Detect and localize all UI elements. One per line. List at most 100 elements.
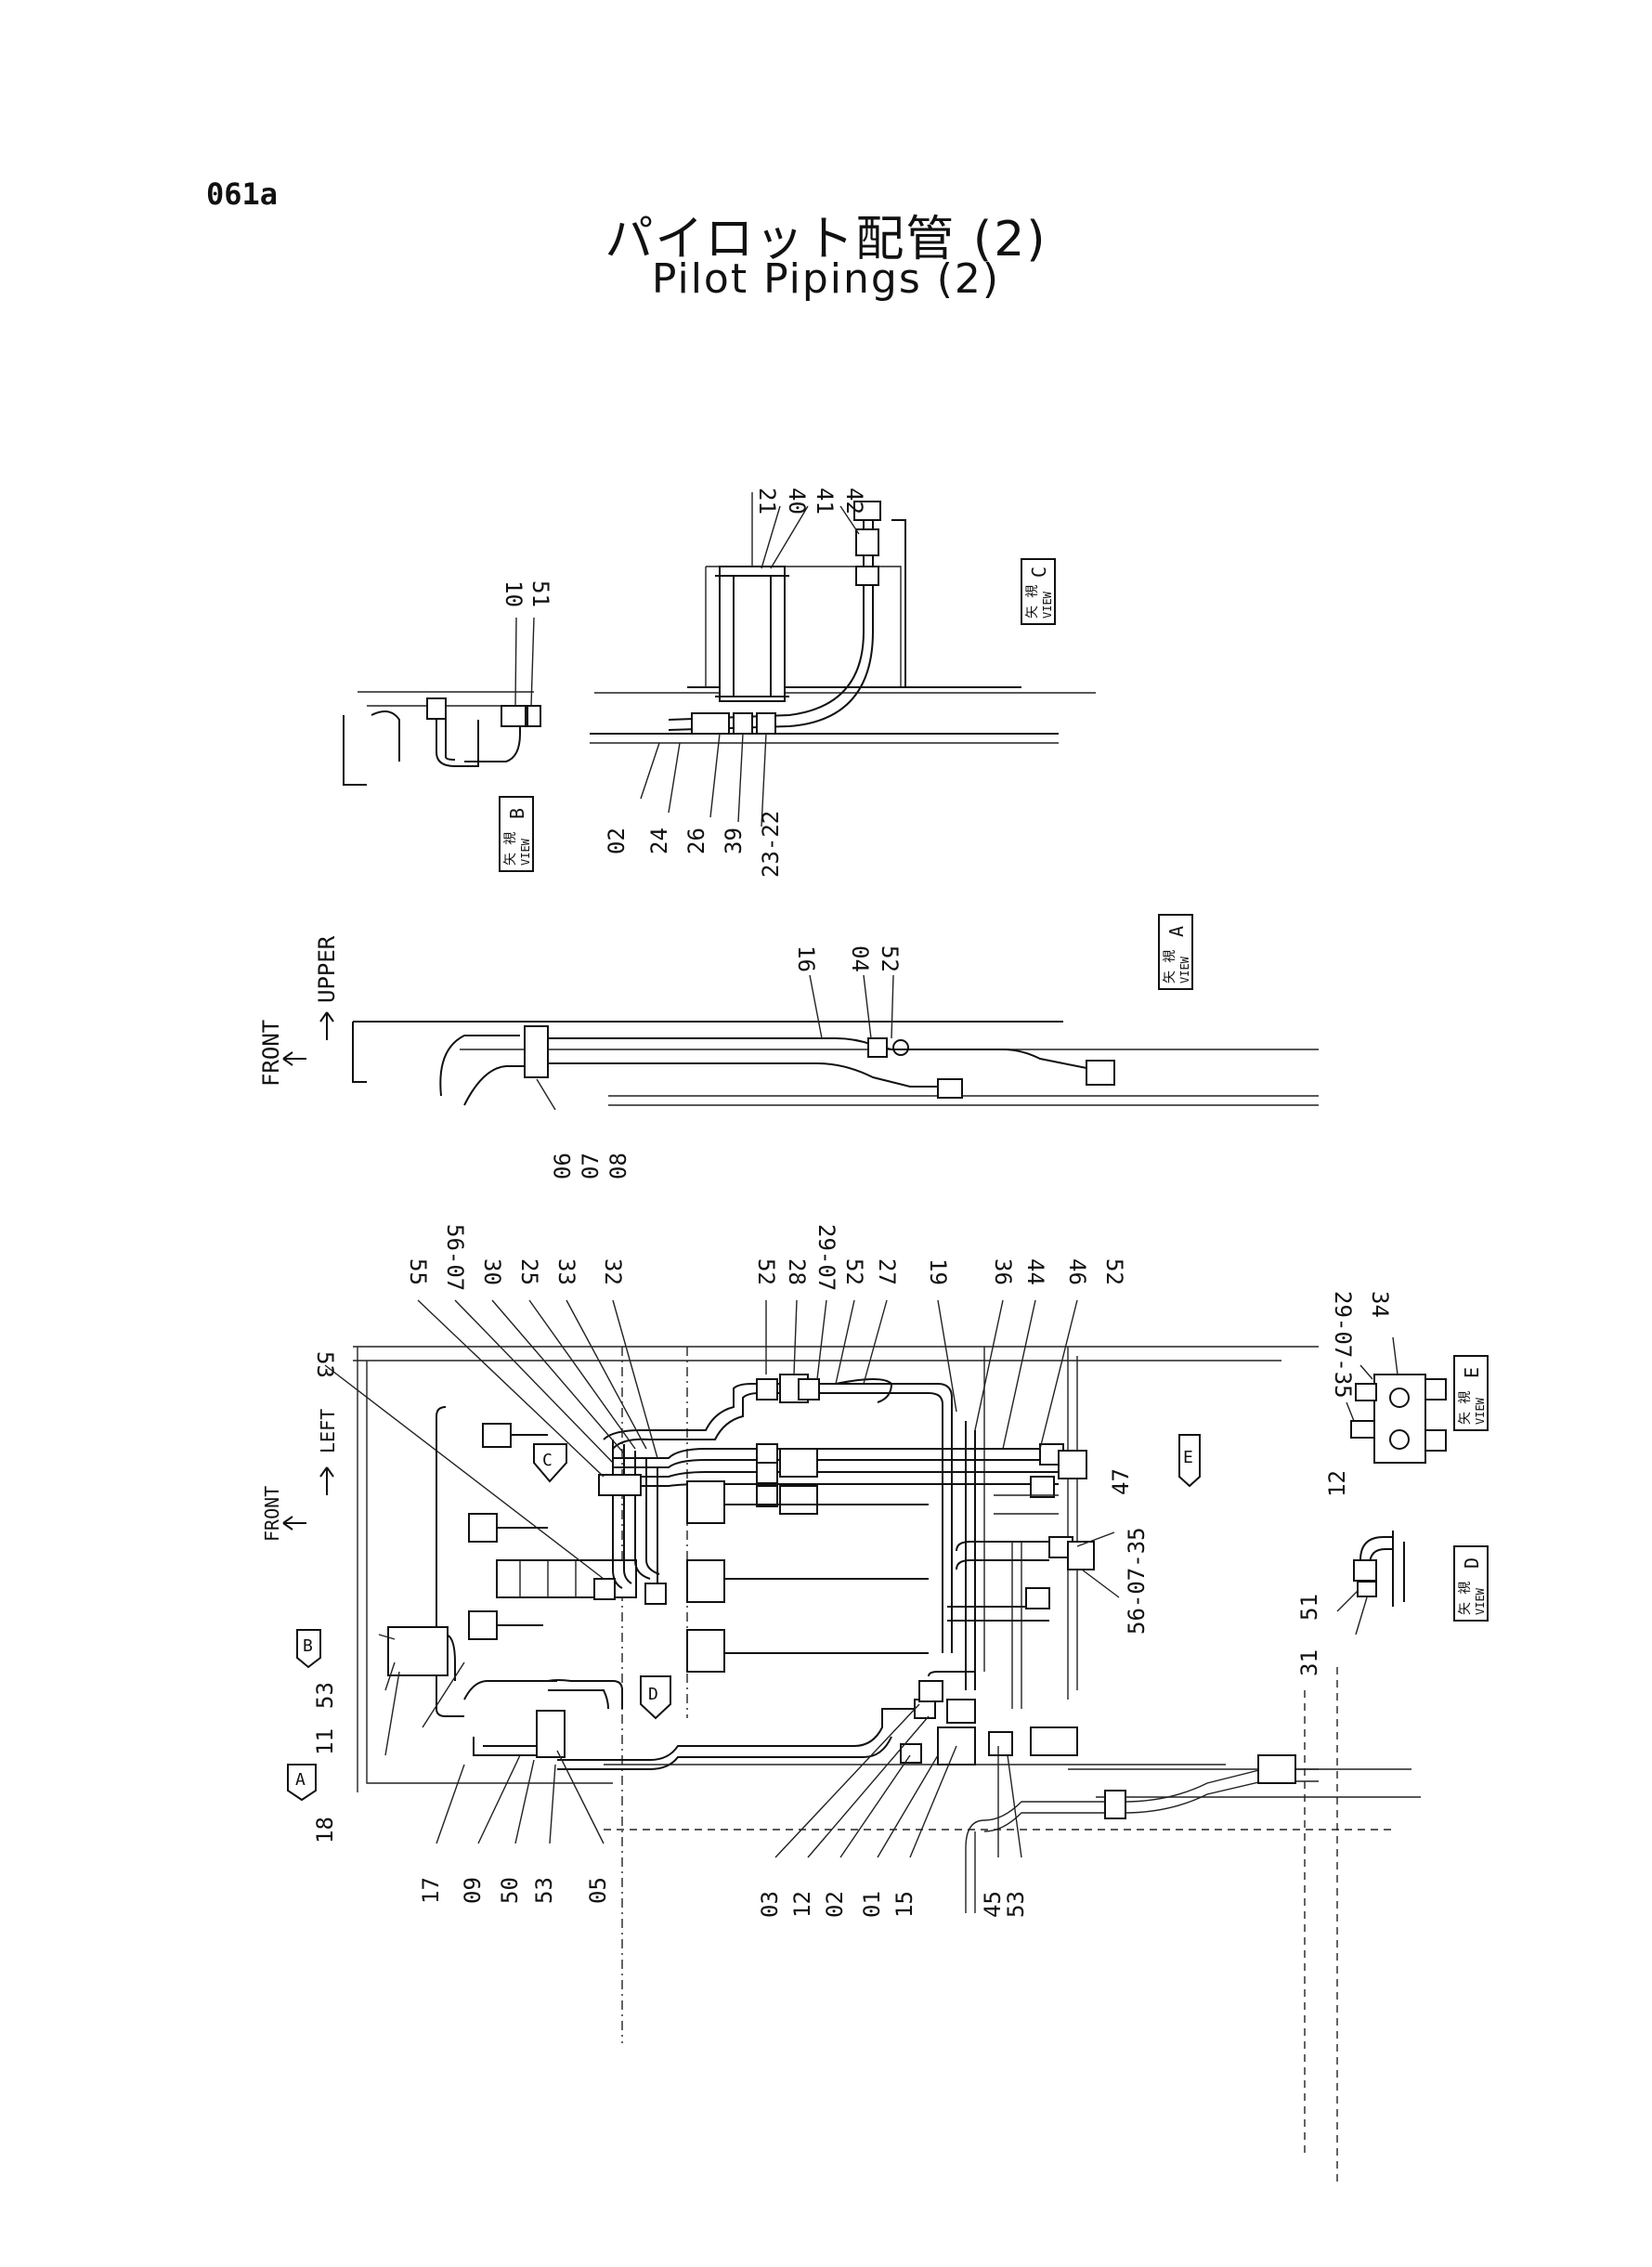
- callout-main-18: 18: [312, 1817, 338, 1844]
- orientation-front-left: FRONT LEFT: [261, 1409, 339, 1542]
- svg-text:VIEW: VIEW: [1178, 956, 1191, 984]
- callout-main-36: 36: [990, 1258, 1016, 1285]
- view-marker-b: B: [296, 1629, 321, 1669]
- view-marker-a: A: [287, 1764, 317, 1802]
- svg-text:矢 視: 矢 視: [1025, 585, 1040, 619]
- callout-main-56-07: 56-07: [442, 1224, 468, 1291]
- callout-main-17: 17: [418, 1877, 444, 1904]
- svg-text:C: C: [1028, 567, 1050, 578]
- callout-main-30: 30: [479, 1258, 505, 1285]
- callout-main-52c: 52: [1101, 1258, 1127, 1285]
- svg-text:A: A: [1165, 926, 1188, 937]
- page-code: 061a: [206, 176, 279, 212]
- callout-view-a-08: 08: [605, 1153, 631, 1179]
- callout-main-33: 33: [553, 1258, 579, 1285]
- svg-text:B: B: [506, 808, 528, 819]
- page-title-english: Pilot Pipings (2): [651, 255, 1001, 303]
- callout-main-50: 50: [497, 1877, 523, 1904]
- callout-main-25: 25: [516, 1258, 542, 1285]
- view-e-label: 矢 視 VIEW E: [1453, 1355, 1489, 1431]
- callout-view-c-02: 02: [604, 827, 630, 854]
- callout-main-53-bottom-b: 53: [1003, 1891, 1029, 1918]
- orientation-front-upper: FRONT UPPER: [258, 935, 340, 1087]
- callout-main-09: 09: [460, 1877, 486, 1904]
- callout-main-44: 44: [1022, 1258, 1048, 1285]
- view-d-label: 矢 視 VIEW D: [1453, 1545, 1489, 1622]
- svg-text:E: E: [1461, 1367, 1483, 1378]
- svg-text:VIEW: VIEW: [1041, 591, 1054, 619]
- callout-view-a-52: 52: [877, 945, 903, 972]
- callout-view-d-31: 31: [1296, 1649, 1322, 1676]
- callout-main-03: 03: [757, 1891, 783, 1918]
- main-view-drawing: C D E B A FRONT LEFT 53 55 56-07 30 2: [261, 1224, 1421, 2182]
- left-label: LEFT: [317, 1409, 339, 1453]
- view-b-drawing: 10 51 矢 視 VIEW B: [343, 580, 553, 872]
- callout-main-56-07-35: 56-07-35: [1124, 1527, 1150, 1635]
- svg-text:A: A: [295, 1770, 306, 1790]
- callout-view-e-12: 12: [1324, 1470, 1350, 1497]
- view-d-drawing: 51 31 矢 視 VIEW D: [1296, 1531, 1489, 1676]
- view-marker-c: C: [533, 1443, 567, 1483]
- callout-main-53-left: 53: [312, 1682, 338, 1709]
- callout-view-a-07: 07: [578, 1153, 604, 1179]
- callout-view-e-29-07-35: 29-07-35: [1330, 1291, 1356, 1399]
- callout-main-52b: 52: [841, 1258, 867, 1285]
- svg-text:D: D: [1461, 1557, 1483, 1569]
- callout-view-c-40: 40: [784, 488, 810, 515]
- callout-view-c-24: 24: [646, 827, 672, 854]
- callout-main-47: 47: [1108, 1468, 1134, 1495]
- callout-view-c-26: 26: [683, 827, 709, 854]
- svg-text:矢 視: 矢 視: [1458, 1391, 1473, 1425]
- svg-text:VIEW: VIEW: [1474, 1587, 1487, 1615]
- view-marker-d: D: [640, 1675, 671, 1720]
- svg-text:D: D: [648, 1685, 658, 1704]
- front-label-main: FRONT: [261, 1486, 283, 1542]
- view-b-label: 矢 視 VIEW B: [499, 796, 534, 872]
- svg-text:矢 視: 矢 視: [1458, 1582, 1473, 1615]
- callout-main-52a: 52: [753, 1258, 779, 1285]
- svg-text:B: B: [303, 1636, 313, 1656]
- callout-view-e-34: 34: [1367, 1291, 1393, 1318]
- view-c-label: 矢 視 VIEW C: [1021, 558, 1056, 625]
- svg-text:矢 視: 矢 視: [503, 832, 518, 866]
- callout-main-11: 11: [312, 1728, 338, 1755]
- callout-view-b-10: 10: [501, 580, 527, 607]
- callout-view-a-16: 16: [793, 945, 819, 972]
- callout-main-46: 46: [1064, 1258, 1090, 1285]
- svg-text:C: C: [542, 1451, 553, 1470]
- callout-view-c-23-22: 23-22: [758, 811, 784, 878]
- svg-text:VIEW: VIEW: [1474, 1397, 1487, 1425]
- callout-main-15: 15: [891, 1891, 917, 1918]
- svg-text:E: E: [1183, 1448, 1193, 1467]
- callout-main-53-bottom-a: 53: [531, 1877, 557, 1904]
- callout-main-32: 32: [600, 1258, 626, 1285]
- view-a-drawing: 16 04 52 06 07 08 矢 視 VIEW A FRONT UPPER: [258, 914, 1319, 1179]
- page-title-japanese: パイロット配管 (2): [605, 212, 1047, 267]
- svg-text:VIEW: VIEW: [519, 838, 532, 866]
- callout-view-c-41: 41: [812, 488, 838, 515]
- view-c-drawing: 02 24 26 39 23-22 21 40 41 42 矢 視 VIEW C: [590, 488, 1096, 878]
- view-e-drawing: 29-07-35 34 12 矢 視 VIEW E: [1324, 1291, 1489, 1497]
- callout-main-53-top: 53: [312, 1351, 338, 1378]
- callout-view-c-42: 42: [841, 488, 867, 515]
- svg-text:矢 視: 矢 視: [1163, 950, 1177, 984]
- callout-view-d-51: 51: [1296, 1594, 1322, 1621]
- view-marker-e: E: [1178, 1434, 1201, 1488]
- view-a-label: 矢 視 VIEW A: [1158, 914, 1193, 990]
- callout-main-19: 19: [925, 1258, 951, 1285]
- callout-main-27: 27: [874, 1258, 900, 1285]
- callout-main-12: 12: [789, 1891, 815, 1918]
- callout-main-29-07: 29-07: [813, 1224, 839, 1291]
- callout-main-45: 45: [980, 1891, 1006, 1918]
- callout-main-28: 28: [784, 1258, 810, 1285]
- callout-view-b-51: 51: [527, 580, 553, 607]
- callout-main-05: 05: [585, 1877, 611, 1904]
- callout-view-c-39: 39: [721, 827, 747, 854]
- callout-view-a-06: 06: [550, 1153, 576, 1179]
- callout-view-c-21: 21: [754, 488, 780, 515]
- callout-main-01: 01: [859, 1891, 885, 1918]
- callout-main-02: 02: [822, 1891, 848, 1918]
- upper-label: UPPER: [314, 935, 340, 1003]
- callout-main-55: 55: [405, 1258, 431, 1285]
- front-label-a: FRONT: [258, 1020, 284, 1087]
